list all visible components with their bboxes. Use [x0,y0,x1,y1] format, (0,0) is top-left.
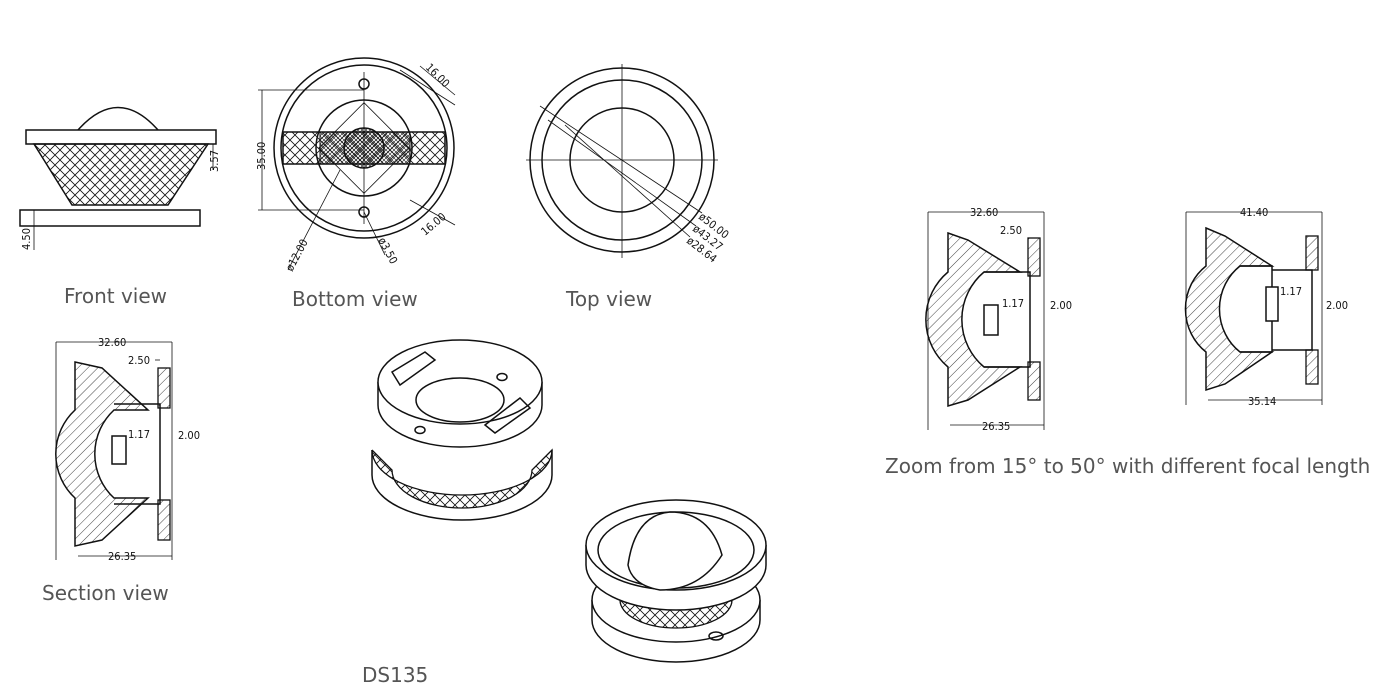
zoom-section-a: 32.60 2.50 1.17 2.00 26.35 [925,206,1072,433]
section-dim-depth: 2.00 [178,429,200,442]
bottom-dim-bore: ø12.00 [283,237,311,273]
zoom-a-dim-depth: 2.00 [1050,299,1072,312]
top-view: ø50.00 ø43.27 ø28.64 [526,64,731,266]
bottom-dim-slot-top: 16.00 [423,61,452,90]
section-dim-base: 26.35 [108,550,136,563]
caption-front-view: Front view [64,284,167,308]
section-dim-width: 32.60 [98,336,126,349]
isometric-view-top [371,339,553,521]
front-dim-height-top: 3.57 [208,150,221,172]
caption-model: DS135 [362,663,428,687]
zoom-a-dim-width: 32.60 [970,206,998,219]
bottom-dim-overall: 35.00 [255,142,268,170]
caption-zoom: Zoom from 15° to 50° with different foca… [885,454,1370,478]
front-view: 3.57 4.50 [19,106,221,250]
caption-bottom-view: Bottom view [292,287,418,311]
zoom-b-dim-depth: 2.00 [1326,299,1348,312]
section-dim-step: 1.17 [128,428,150,441]
isometric-view-bottom [585,499,767,663]
section-dim-flange: 2.50 [128,354,150,367]
section-view: 32.60 2.50 1.17 2.00 26.35 [55,336,200,563]
bottom-dim-hole: ø3.50 [375,235,400,266]
front-dim-height-base: 4.50 [20,228,33,250]
zoom-a-dim-base: 26.35 [982,420,1010,433]
zoom-a-dim-flange: 2.50 [1000,224,1022,237]
caption-section-view: Section view [42,581,169,605]
bottom-view: 35.00 16.00 16.00 ø12.00 ø3.50 [255,57,456,273]
zoom-b-dim-width: 41.40 [1240,206,1268,219]
caption-top-view: Top view [565,287,652,311]
zoom-section-b: 41.40 1.17 2.00 35.14 [1184,206,1348,408]
zoom-b-dim-step: 1.17 [1280,285,1302,298]
bottom-dim-slot-bottom: 16.00 [419,210,449,238]
zoom-a-dim-step: 1.17 [1002,297,1024,310]
zoom-b-dim-base: 35.14 [1248,395,1276,408]
